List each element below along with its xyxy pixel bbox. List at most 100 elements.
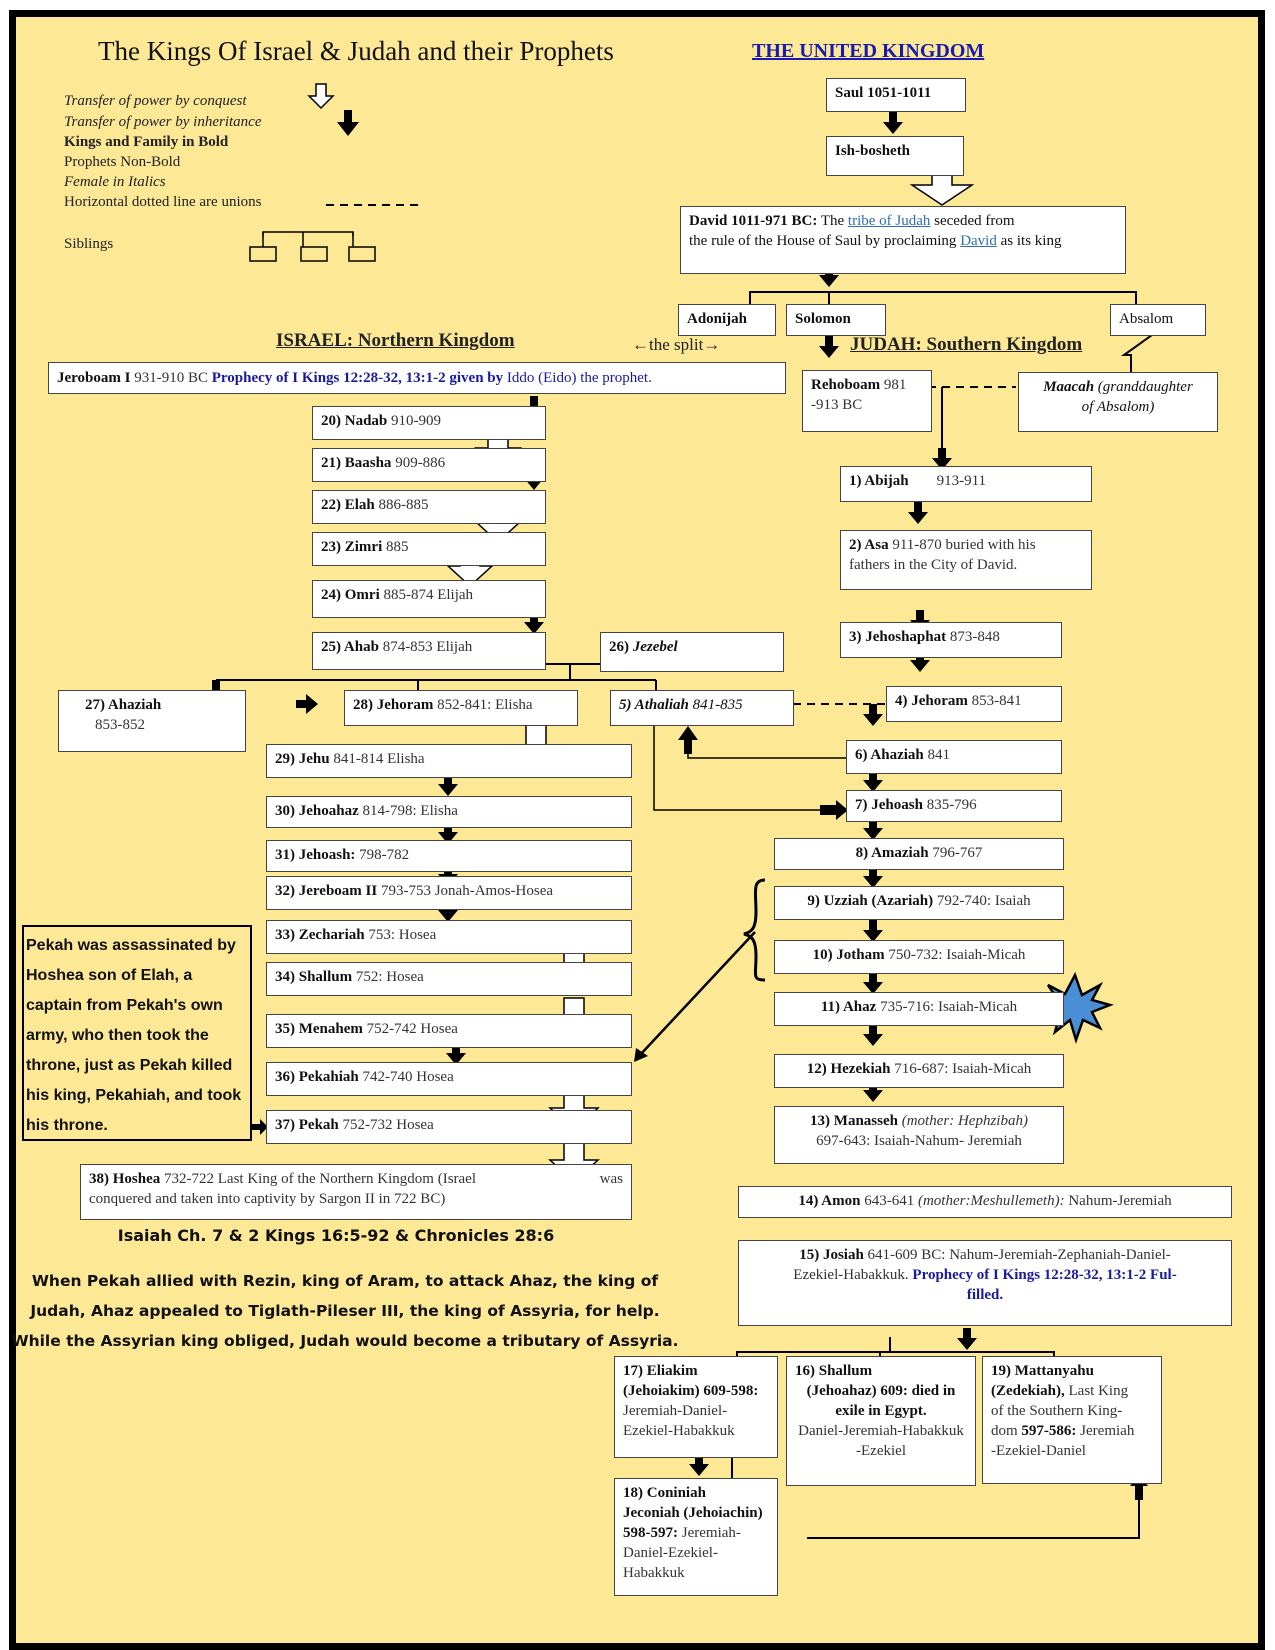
israel-heading: ISRAEL: Northern Kingdom — [276, 330, 515, 351]
reign-dates: 835-796 — [922, 797, 977, 813]
legend-inheritance: Transfer of power by inheritance — [64, 114, 262, 130]
relation: (granddaughter — [1094, 379, 1193, 395]
box-manasseh: 13) Manasseh (mother: Hephzibah)697-643:… — [774, 1106, 1064, 1164]
prophets: Daniel-Ezekiel- — [623, 1545, 718, 1561]
king-name: 12) Hezekiah — [806, 1061, 891, 1077]
king-name: Jeroboam I — [57, 370, 131, 386]
king-name: 16) Shallum — [795, 1363, 873, 1379]
pointer-line — [639, 931, 756, 1056]
note-text: of the Southern King- — [991, 1403, 1123, 1419]
box-amon: 14) Amon 643-641 (mother:Meshullemeth): … — [738, 1186, 1232, 1218]
prophets: Jeremiah-Daniel- — [623, 1403, 728, 1419]
king-name: 36) Pekahiah — [275, 1069, 359, 1085]
reign-dates: 793-753 Jonah-Amos-Hosea — [377, 883, 554, 899]
inheritance-arrow — [819, 336, 839, 358]
reign-dates: 735-716: Isaiah-Micah — [876, 999, 1018, 1015]
scripture-reference: Isaiah Ch. 7 & 2 Kings 16:5-92 & Chronic… — [117, 1226, 555, 1245]
king-name: 30) Jehoahaz — [275, 803, 359, 819]
king-name: Rehoboam — [811, 377, 881, 393]
king-name: 18) Coniniah — [623, 1485, 706, 1501]
king-name: 14) Amon — [798, 1193, 861, 1209]
box-jehoash-israel: 31) Jehoash: 798-782 — [266, 840, 632, 872]
prophets: Nahum-Jeremiah — [1064, 1193, 1172, 1209]
king-name: 26) — [609, 639, 629, 655]
box-menahem: 35) Menahem 752-742 Hosea — [266, 1014, 632, 1048]
page-title: The Kings Of Israel & Judah and their Pr… — [98, 36, 614, 66]
reign-dates: 885-874 Elijah — [379, 587, 474, 603]
united-kingdom-heading[interactable]: THE UNITED KINGDOM — [752, 40, 985, 62]
reign-dates: 753: Hosea — [364, 927, 437, 943]
box-zechariah: 33) Zechariah 753: Hosea — [266, 920, 632, 954]
reign-dates: 885 — [382, 539, 409, 555]
legend-kings-bold: Kings and Family in Bold — [64, 134, 229, 150]
prophets: Daniel-Jeremiah-Habakkuk — [798, 1423, 964, 1439]
reign-dates: 752-742 Hosea — [362, 1021, 458, 1037]
prophets: Jeremiah- — [678, 1525, 741, 1541]
box-jotham: 10) Jotham 750-732: Isaiah-Micah — [774, 940, 1064, 974]
hoshea-text: conquered and taken into captivity by Sa… — [89, 1191, 446, 1207]
box-zimri: 23) Zimri 885 — [312, 532, 546, 566]
sibling-bracket — [749, 291, 1137, 306]
female-name: Jezebel — [629, 639, 678, 655]
king-name: 1) Abijah — [849, 473, 909, 489]
box-jehoram-judah: 4) Jehoram 853-841 — [886, 686, 1062, 722]
king-name: 21) Baasha — [321, 455, 392, 471]
king-name: 22) Elah — [321, 497, 375, 513]
reign-dates: 597-586: — [1021, 1423, 1077, 1439]
reign-dates: 752: Hosea — [352, 969, 424, 985]
legend-unions: Horizontal dotted line are unions — [64, 194, 262, 210]
king-name: 28) Jehoram — [353, 697, 434, 713]
reign-dates: 716-687: Isaiah-Micah — [890, 1061, 1032, 1077]
king-name: 20) Nadab — [321, 413, 388, 429]
prophecy-text: filled. — [966, 1287, 1004, 1303]
box-shallum-israel: 34) Shallum 752: Hosea — [266, 962, 632, 996]
bottom-note-line: When Pekah allied with Rezin, king of Ar… — [31, 1272, 659, 1290]
box-ahab: 25) Ahab 874-853 Elijah — [312, 632, 546, 670]
zigzag-connector — [1120, 334, 1156, 372]
king-name: 8) Amaziah — [855, 845, 929, 861]
bottom-note-line: Judah, Ahaz appealed to Tiglath-Pileser … — [30, 1302, 660, 1320]
reign-dates: 641-609 BC: Nahum-Jeremiah-Zephaniah-Dan… — [863, 1247, 1171, 1263]
reign-dates: 792-740: Isaiah — [933, 893, 1031, 909]
box-jezebel: 26) Jezebel — [600, 632, 784, 672]
king-name: 2) Asa — [849, 537, 889, 553]
box-athaliah: 5) Athaliah 841-835 — [610, 690, 794, 726]
king-name: 10) Jotham — [812, 947, 885, 963]
king-name: 31) Jehoash: — [275, 847, 356, 863]
legend-prophets: Prophets Non-Bold — [64, 154, 181, 170]
box-baasha: 21) Baasha 909-886 — [312, 448, 546, 482]
king-name: 11) Ahaz — [820, 999, 877, 1015]
link-david[interactable]: David — [960, 233, 997, 249]
brace-icon — [743, 878, 766, 982]
reign-dates: 852-841: Elisha — [433, 697, 533, 713]
king-name: 13) Manasseh — [810, 1113, 898, 1129]
relation: of Absalom) — [1081, 399, 1155, 415]
inheritance-arrow — [863, 920, 883, 942]
solid-arrow-down-icon — [337, 110, 359, 136]
king-name: 32) Jereboam II — [275, 883, 378, 899]
box-rehoboam: Rehoboam 981-913 BC — [802, 370, 932, 432]
box-amaziah: 8) Amaziah 796-767 — [774, 838, 1064, 870]
reign-dates: 931-910 BC — [130, 370, 212, 386]
box-hezekiah: 12) Hezekiah 716-687: Isaiah-Micah — [774, 1054, 1064, 1088]
box-hoshea: 38) Hoshea 732-722 Last King of the Nort… — [80, 1164, 632, 1220]
box-jehoram-israel: 28) Jehoram 852-841: Elisha — [344, 690, 578, 726]
hoshea-text: was — [599, 1171, 623, 1187]
inheritance-arrow — [863, 704, 883, 726]
reign-dates: 643-641 — [860, 1193, 918, 1209]
king-name: 15) Josiah — [799, 1247, 864, 1263]
box-jehoash-judah: 7) Jehoash 835-796 — [846, 790, 1062, 822]
mother-name: (mother:Meshullemeth): — [917, 1193, 1065, 1209]
box-pekahiah: 36) Pekahiah 742-740 Hosea — [266, 1062, 632, 1096]
david-text: seceded from — [930, 213, 1015, 229]
box-pekah: 37) Pekah 752-732 Hosea — [266, 1110, 632, 1144]
reign-dates: 853-852 — [95, 717, 145, 733]
link-tribe-of-judah[interactable]: tribe of Judah — [847, 213, 931, 229]
reign-dates: 910-909 — [387, 413, 442, 429]
reign-dates: 873-848 — [946, 629, 1000, 645]
pekah-note: Pekah was assassinated by Hoshea son of … — [22, 925, 252, 1141]
siblings-icon — [249, 231, 376, 262]
